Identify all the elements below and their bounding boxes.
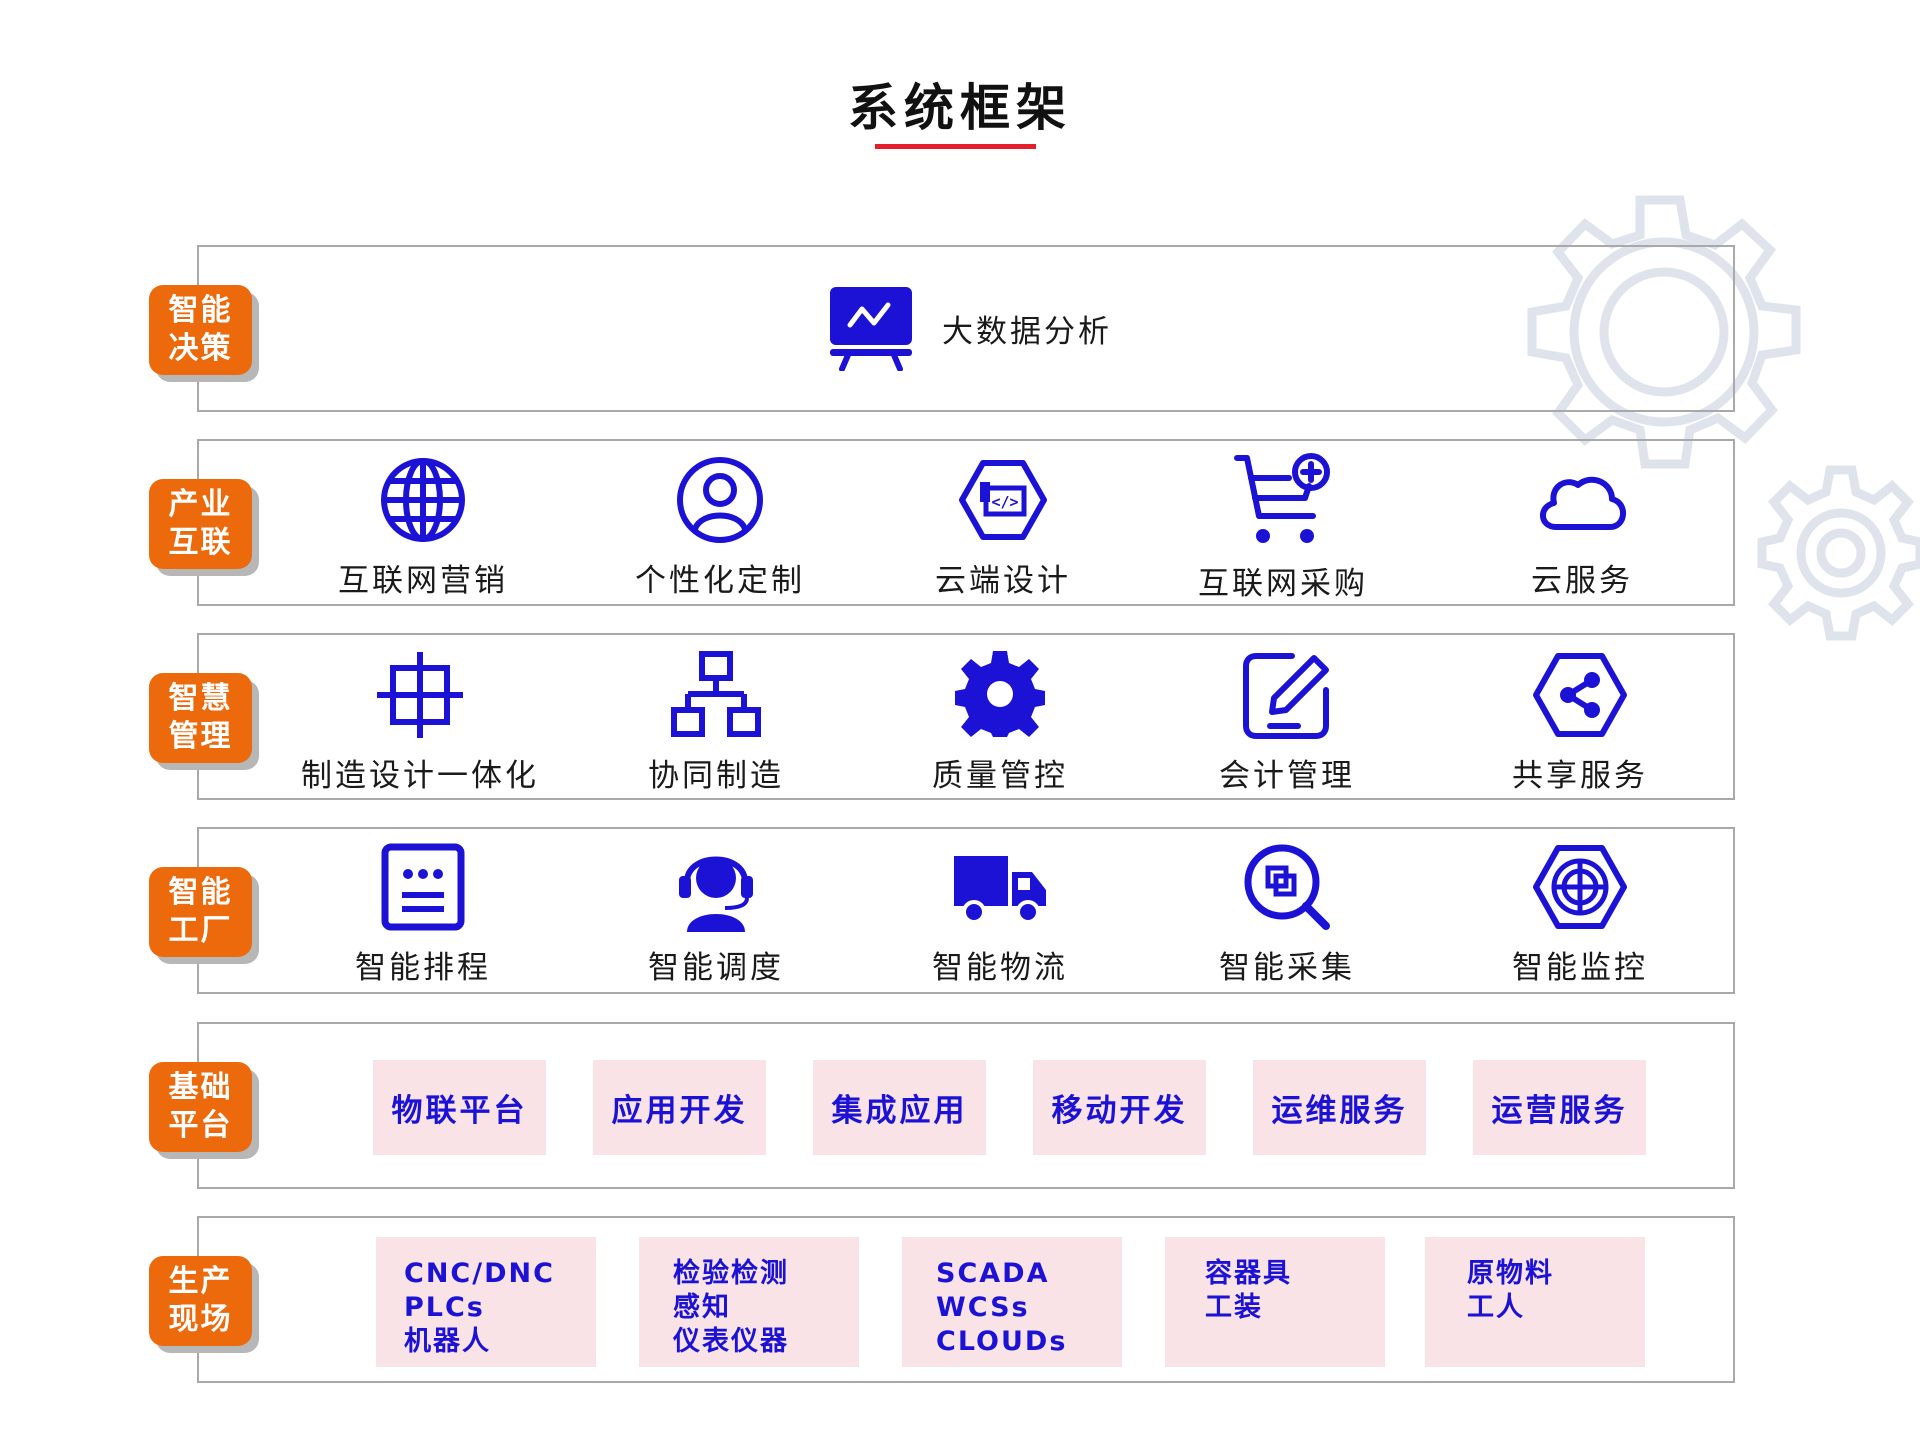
item-label: 会计管理 <box>1219 758 1355 794</box>
tag-line: 现场 <box>168 1302 233 1337</box>
layer-tag-industry-internet: 产业 互联 <box>149 479 252 569</box>
item-label: 智能采集 <box>1219 950 1355 986</box>
tag-line: 互联 <box>168 525 233 560</box>
monitor-hexagon-icon <box>1533 845 1627 929</box>
truck-icon <box>954 856 1046 924</box>
item-smart-collection[interactable]: 智能采集 <box>1137 842 1437 987</box>
item-label: 云端设计 <box>935 563 1071 599</box>
title-underline <box>875 144 1036 149</box>
item-label: 智能调度 <box>648 950 784 986</box>
item-personalized-customization[interactable]: 个性化定制 <box>570 455 870 600</box>
pill-ops-services[interactable]: 运维服务 <box>1253 1060 1426 1155</box>
network-icon <box>671 651 761 737</box>
item-cloud-design[interactable]: </> 云端设计 <box>853 455 1153 600</box>
schedule-panel-icon <box>381 843 465 931</box>
card-containers[interactable]: 容器具 工装 <box>1165 1237 1385 1367</box>
layer-tag-base-platform: 基础 平台 <box>149 1062 252 1152</box>
card-line: 感知 <box>673 1292 731 1323</box>
page-title: 系统框架 <box>848 79 1072 137</box>
item-collaborative-manufacturing[interactable]: 协同制造 <box>566 650 866 795</box>
gear-icon <box>955 651 1045 737</box>
item-label: 云服务 <box>1531 563 1633 599</box>
item-internet-marketing[interactable]: 互联网营销 <box>273 455 573 600</box>
user-circle-icon <box>677 457 763 543</box>
item-label: 智能物流 <box>932 950 1068 986</box>
layer-tag-smart-management: 智慧 管理 <box>149 673 252 763</box>
card-line: SCADA <box>936 1258 1050 1289</box>
tag-line: 平台 <box>168 1108 233 1143</box>
card-line: 工人 <box>1467 1292 1525 1323</box>
item-label: 协同制造 <box>648 758 784 794</box>
item-label: 大数据分析 <box>942 313 1112 350</box>
card-line: 仪表仪器 <box>673 1326 789 1357</box>
item-internet-procurement[interactable]: 互联网采购 <box>1133 452 1433 603</box>
item-label: 制造设计一体化 <box>301 758 539 794</box>
code-hexagon-icon: </> <box>959 460 1047 540</box>
gear-decoration-icon <box>1527 195 1920 641</box>
tag-line: 决策 <box>168 331 233 366</box>
chart-board-icon <box>830 287 912 371</box>
item-quality-control[interactable]: 质量管控 <box>850 650 1150 795</box>
card-line: 机器人 <box>404 1326 491 1357</box>
item-shared-services[interactable]: 共享服务 <box>1430 650 1730 795</box>
tag-line: 智慧 <box>168 681 233 716</box>
svg-text:</>: </> <box>991 493 1018 511</box>
item-accounting-management[interactable]: 会计管理 <box>1137 650 1437 795</box>
card-scada[interactable]: SCADA WCSs CLOUDs <box>902 1237 1122 1367</box>
tag-line: 管理 <box>168 719 233 754</box>
layer-tag-smart-factory: 智能 工厂 <box>149 867 252 957</box>
edit-icon <box>1243 653 1329 739</box>
pill-iot-platform[interactable]: 物联平台 <box>373 1060 546 1155</box>
card-cnc-dnc[interactable]: CNC/DNC PLCs 机器人 <box>376 1237 596 1367</box>
card-line: 工装 <box>1205 1292 1263 1323</box>
card-line: PLCs <box>404 1292 485 1323</box>
item-label: 质量管控 <box>932 758 1068 794</box>
item-label: 互联网营销 <box>338 563 508 599</box>
item-label: 智能排程 <box>355 950 491 986</box>
tag-line: 生产 <box>168 1264 233 1299</box>
pill-mobile-development[interactable]: 移动开发 <box>1033 1060 1206 1155</box>
item-label: 智能监控 <box>1512 950 1648 986</box>
item-smart-logistics[interactable]: 智能物流 <box>850 842 1150 987</box>
tag-line: 智能 <box>168 293 233 328</box>
card-line: 原物料 <box>1467 1258 1554 1289</box>
share-hexagon-icon <box>1533 653 1627 737</box>
item-smart-scheduling[interactable]: 智能排程 <box>273 842 573 987</box>
item-label: 共享服务 <box>1512 758 1648 794</box>
headset-icon <box>679 856 753 932</box>
card-line: CLOUDs <box>936 1326 1068 1357</box>
crosshair-icon <box>377 652 463 738</box>
tag-line: 产业 <box>168 487 233 522</box>
layer-tag-decision: 智能 决策 <box>149 285 252 375</box>
cart-add-icon <box>1234 453 1330 543</box>
tag-line: 工厂 <box>168 913 233 948</box>
card-materials[interactable]: 原物料 工人 <box>1425 1237 1645 1367</box>
item-big-data-analysis[interactable]: 大数据分析 <box>828 285 1112 371</box>
tag-line: 基础 <box>168 1070 233 1105</box>
item-cloud-service[interactable]: 云服务 <box>1432 455 1732 600</box>
item-smart-dispatch[interactable]: 智能调度 <box>566 842 866 987</box>
card-line: 容器具 <box>1205 1258 1292 1289</box>
pill-operation-services[interactable]: 运营服务 <box>1473 1060 1646 1155</box>
card-line: CNC/DNC <box>404 1258 555 1289</box>
pill-integration-apps[interactable]: 集成应用 <box>813 1060 986 1155</box>
layer-tag-production-site: 生产 现场 <box>149 1256 252 1346</box>
item-design-manufacturing[interactable]: 制造设计一体化 <box>270 650 570 795</box>
item-label: 互联网采购 <box>1198 566 1368 602</box>
tag-line: 智能 <box>168 875 233 910</box>
card-line: WCSs <box>936 1292 1030 1323</box>
search-icon <box>1244 844 1330 930</box>
cloud-icon <box>1540 476 1626 530</box>
card-line: 检验检测 <box>673 1258 789 1289</box>
item-label: 个性化定制 <box>635 563 805 599</box>
item-smart-monitoring[interactable]: 智能监控 <box>1430 842 1730 987</box>
globe-icon <box>381 458 465 542</box>
card-inspection[interactable]: 检验检测 感知 仪表仪器 <box>639 1237 859 1367</box>
pill-app-development[interactable]: 应用开发 <box>593 1060 766 1155</box>
